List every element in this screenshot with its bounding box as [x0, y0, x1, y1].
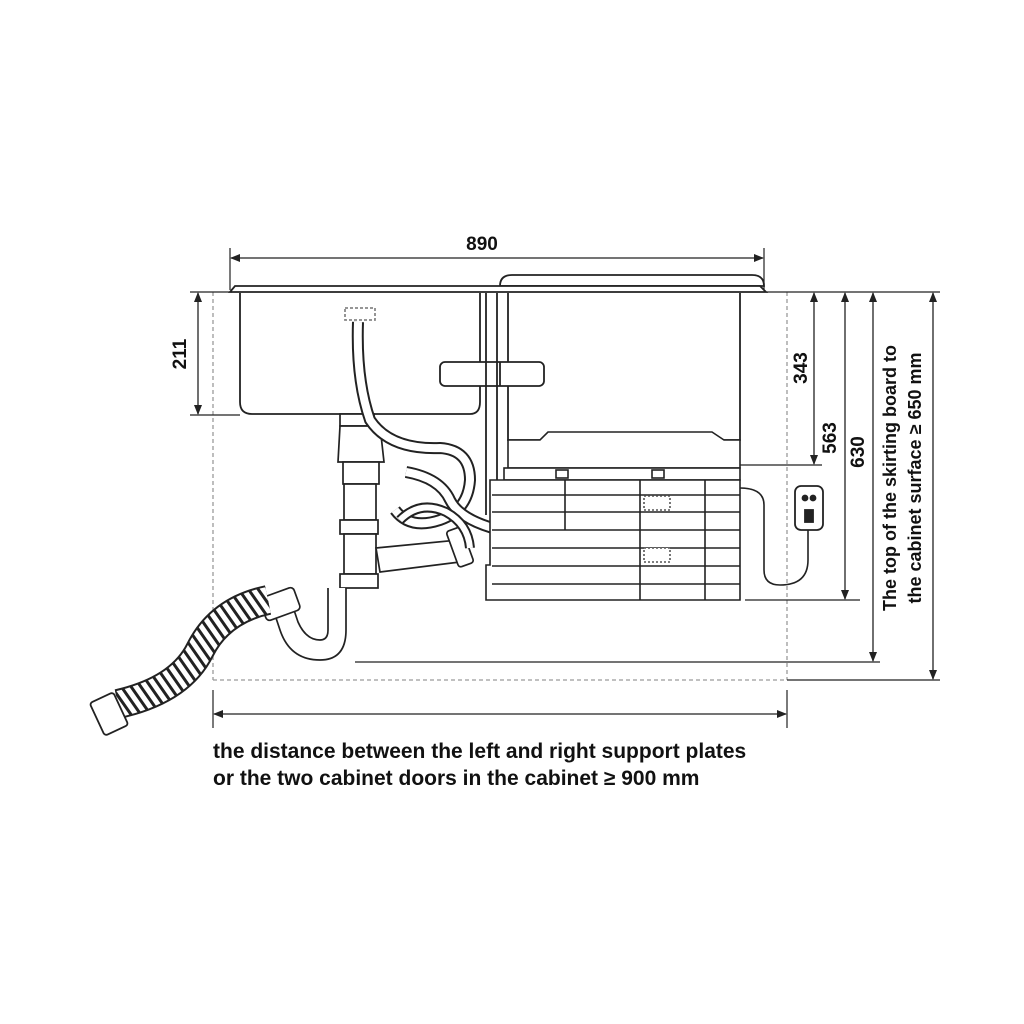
plug-icon: [794, 485, 824, 531]
dim-label-630: 630: [848, 436, 869, 468]
dishwasher-body: [485, 431, 741, 601]
side-note-line-1: The top of the skirting board to: [880, 345, 900, 611]
side-inlet: [375, 539, 461, 573]
corrugated-hose: [89, 585, 272, 736]
dim-label-563: 563: [820, 422, 841, 454]
caption-line-2: or the two cabinet doors in the cabinet …: [213, 767, 700, 790]
dim-label-211: 211: [170, 338, 191, 369]
caption-line-1: the distance between the left and right …: [213, 740, 747, 763]
countertop-lid: [499, 274, 765, 287]
sink-unit: [228, 274, 769, 520]
bracket: [439, 361, 545, 387]
dim-label-343: 343: [791, 352, 812, 384]
caption: the distance between the left and right …: [213, 738, 913, 792]
vent-grid-upper: [643, 495, 671, 511]
drain-plug-top: [344, 307, 376, 321]
drain-assembly: [259, 413, 475, 661]
dim-label-890: 890: [466, 234, 498, 255]
power-cord: [739, 487, 809, 586]
vent-grid-lower: [643, 547, 671, 563]
hose-end: [89, 692, 129, 736]
dimension-lines: [194, 254, 937, 718]
extension-lines: [190, 248, 940, 728]
sink-rim: [228, 285, 769, 293]
side-note-line-2: the cabinet surface ≥ 650 mm: [905, 353, 925, 604]
